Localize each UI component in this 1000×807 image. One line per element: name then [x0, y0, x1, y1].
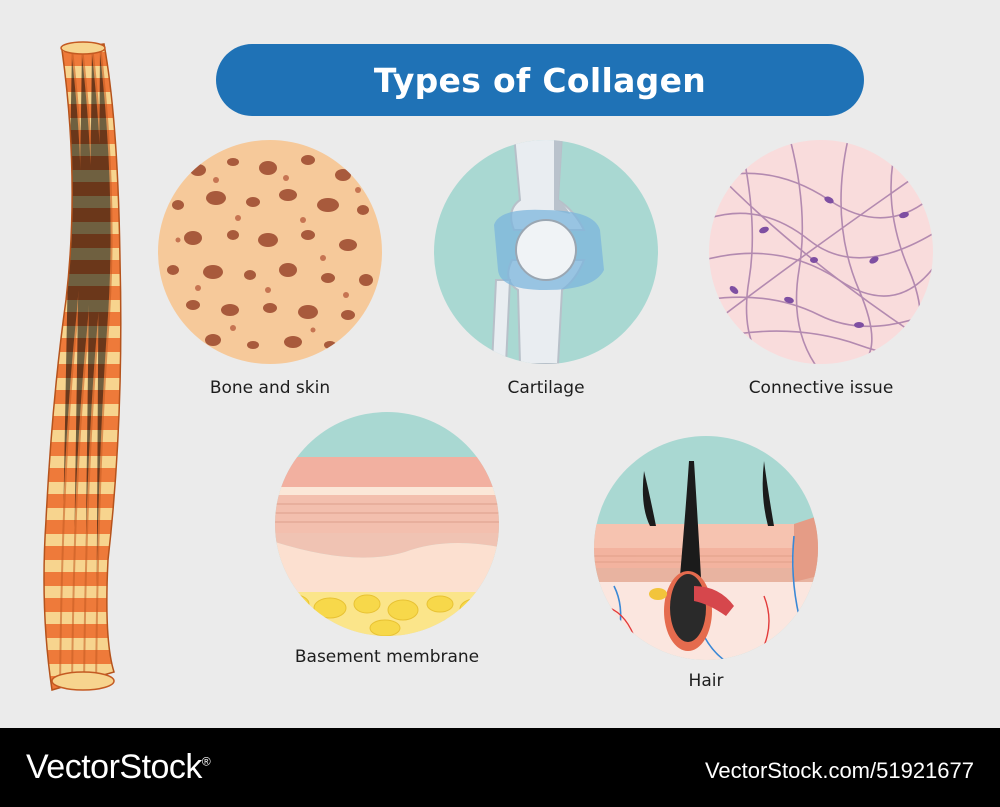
item-label-basement-membrane: Basement membrane [294, 647, 480, 667]
brand-registered-mark: ® [201, 754, 211, 769]
connective-tissue-illustration [709, 140, 933, 364]
item-label-connective-issue: Connective issue [748, 378, 894, 398]
infographic: Types of Collagen [43, 41, 933, 691]
title-banner: Types of Collagen [216, 44, 864, 116]
watermark-footer: VectorStock® VectorStock.com/51921677 [0, 728, 1000, 807]
page-title: Types of Collagen [373, 60, 707, 100]
brand-name: VectorStock [26, 748, 202, 786]
basement-membrane-illustration [275, 412, 499, 636]
hair-illustration [594, 436, 818, 660]
item-label-bone-and-skin: Bone and skin [209, 378, 331, 398]
item-label-hair: Hair [688, 671, 724, 691]
image-reference: VectorStock.com/51921677 [704, 758, 974, 783]
cartilage-illustration [434, 140, 658, 364]
bone-and-skin-illustration [158, 140, 382, 364]
brand-logo: VectorStock® [26, 748, 211, 787]
item-label-cartilage: Cartilage [507, 378, 585, 398]
collagen-fiber-illustration [43, 41, 122, 691]
